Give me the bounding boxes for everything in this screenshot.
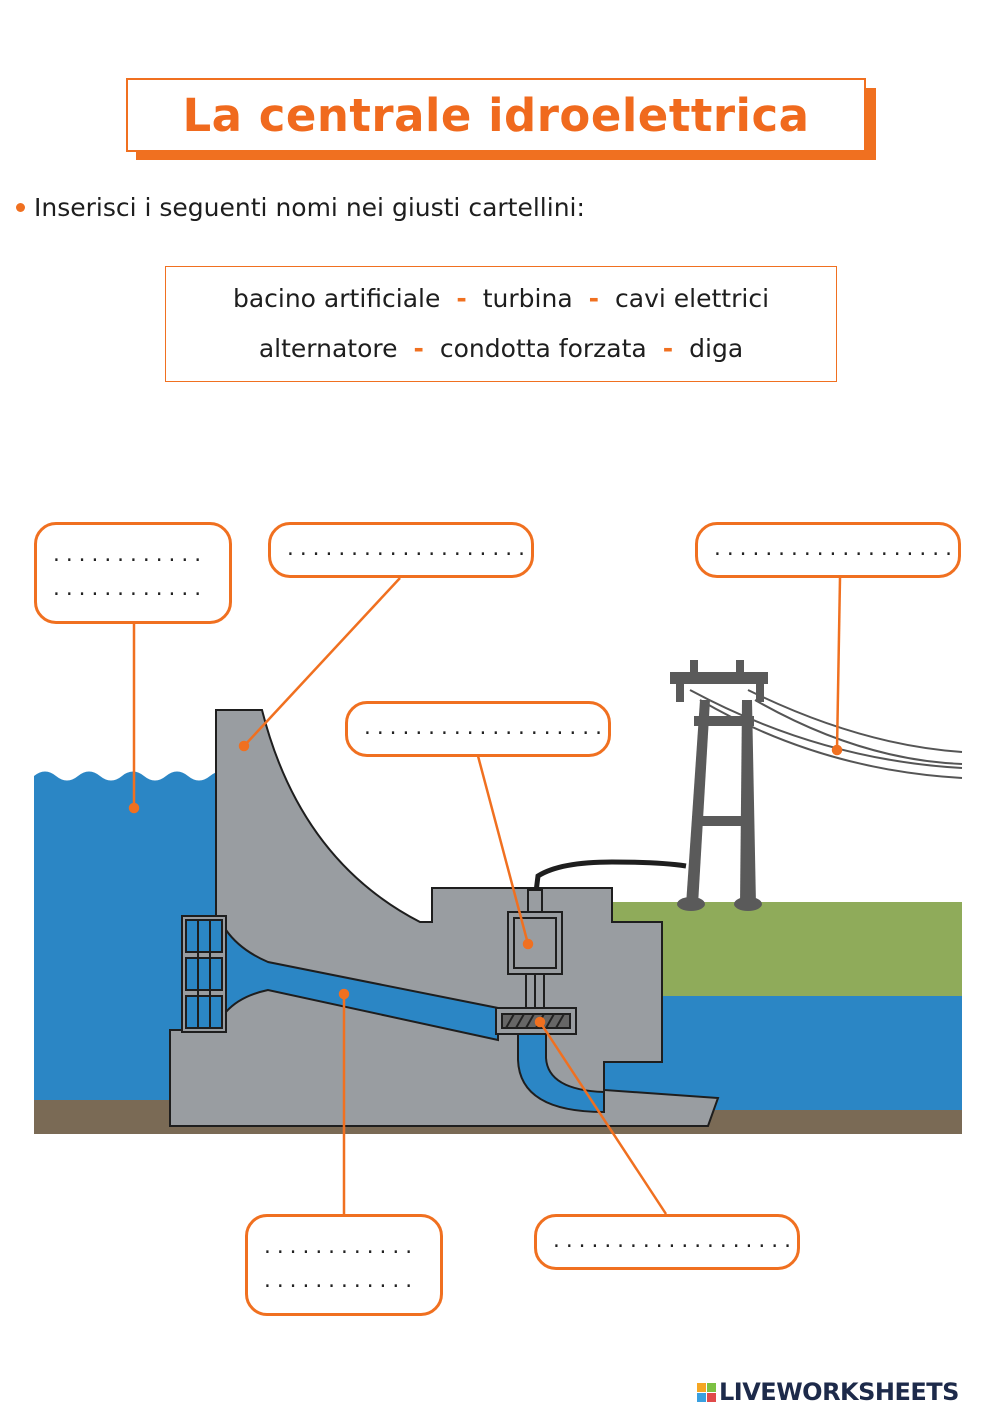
word-diga: diga — [689, 334, 744, 363]
word-separator: - — [413, 334, 424, 363]
label-line: ............ — [262, 1237, 417, 1258]
word-separator: - — [662, 334, 674, 363]
dam-body — [169, 709, 720, 1127]
power-cables — [689, 689, 963, 779]
label-line: ............ — [51, 545, 206, 566]
label-line: ............ — [262, 1271, 417, 1292]
word-bank-row-2: alternatore - condotta forzata - diga — [259, 324, 743, 374]
label-line: ................... — [551, 1231, 795, 1252]
word-separator: - — [456, 284, 467, 313]
pylon — [670, 660, 768, 911]
logo-text: LIVEWORKSHEETS — [719, 1378, 959, 1406]
label-box-dam[interactable]: ................... — [268, 522, 534, 578]
alternator — [507, 889, 563, 1009]
liveworksheets-logo: LIVEWORKSHEETS — [697, 1378, 959, 1406]
building-cable — [531, 859, 687, 909]
page-title: La centrale idroelettrica — [182, 88, 810, 142]
instruction: Inserisci i seguenti nomi nei giusti car… — [16, 193, 585, 222]
logo-icon — [697, 1382, 716, 1402]
label-box-alternator[interactable]: ................... — [345, 701, 611, 757]
word-turbina: turbina — [482, 284, 573, 313]
intake-grates — [181, 915, 227, 1033]
label-line: ................... — [285, 539, 529, 560]
label-box-cables[interactable]: ................... — [695, 522, 961, 578]
label-line: ................... — [712, 539, 956, 560]
title-box: La centrale idroelettrica — [126, 78, 866, 152]
river-water — [604, 996, 962, 1110]
bullet-icon — [16, 203, 25, 212]
label-box-turbine[interactable]: ................... — [534, 1214, 800, 1270]
word-bacino-artificiale: bacino artificiale — [232, 284, 441, 313]
leader-lines — [128, 577, 843, 1215]
word-condotta-forzata: condotta forzata — [439, 334, 647, 363]
word-cavi-elettrici: cavi elettrici — [615, 284, 770, 313]
word-separator: - — [588, 284, 600, 313]
word-bank: bacino artificiale - turbina - cavi elet… — [165, 266, 837, 382]
penstock-water — [225, 926, 499, 1042]
label-box-penstock[interactable]: ............ ............ — [245, 1214, 443, 1316]
word-bank-row-1: bacino artificiale - turbina - cavi elet… — [233, 274, 769, 324]
outflow-water — [517, 1031, 605, 1114]
word-alternatore: alternatore — [258, 334, 398, 363]
grass-area — [604, 902, 962, 998]
label-box-reservoir[interactable]: ............ ............ — [34, 522, 232, 624]
label-line: ................... — [362, 718, 606, 739]
turbine — [495, 1007, 577, 1035]
instruction-text: Inserisci i seguenti nomi nei giusti car… — [34, 193, 585, 222]
label-line: ............ — [51, 579, 206, 600]
